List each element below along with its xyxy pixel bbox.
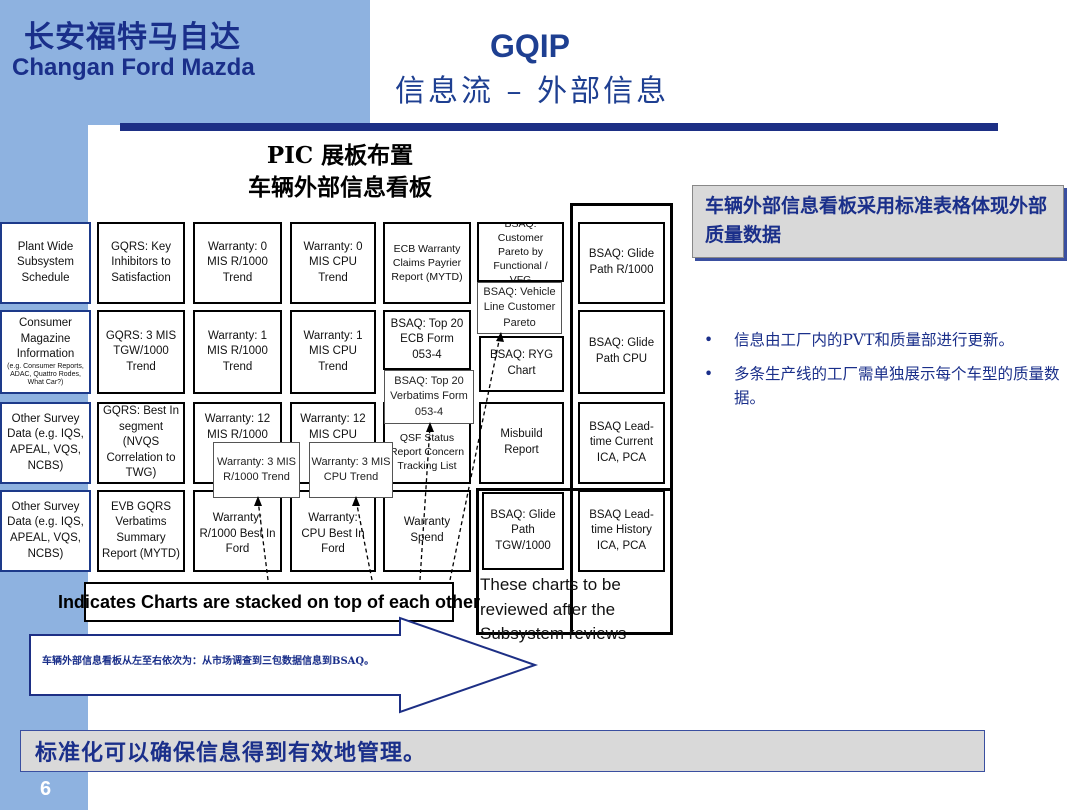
brand-name-chinese: 长安福特马自达 xyxy=(24,20,241,55)
bullet-text: 多条生产线的工厂需单独展示每个车型的质量数据。 xyxy=(734,365,1060,408)
board-cell: GQRS: 3 MIS TGW/1000 Trend xyxy=(97,310,185,394)
stacked-chart-overlay: BSAQ: Top 20 Verbatims Form 053-4 xyxy=(384,370,474,424)
slide-title: GQIP xyxy=(490,28,571,64)
board-cell: BSAQ: Glide Path TGW/1000 xyxy=(482,492,564,570)
board-cell: Warranty: 1 MIS CPU Trend xyxy=(290,310,376,394)
bullet-text: 信息由工厂内的PVT和质量部进行更新。 xyxy=(734,331,1014,349)
board-cell: EVB GQRS Verbatims Summary Report (MYTD) xyxy=(97,490,185,572)
board-cell: BSAQ: Glide Path CPU xyxy=(578,310,665,394)
board-cell: Other Survey Data (e.g. IQS, APEAL, VQS,… xyxy=(0,490,91,572)
board-cell: BSAQ Lead-time Current ICA, PCA xyxy=(578,402,665,484)
review-group-frame xyxy=(476,488,673,635)
board-cell: Other Survey Data (e.g. IQS, APEAL, VQS,… xyxy=(0,402,91,484)
slide-subtitle: 信息流 – 外部信息 xyxy=(395,74,670,109)
conclusion-bar: 标准化可以确保信息得到有效地管理。 xyxy=(20,730,985,772)
board-cell: BSAQ: Glide Path R/1000 xyxy=(578,222,665,304)
cell-main-text: Consumer Magazine Information xyxy=(16,317,75,361)
board-cell: GQRS: Key Inhibitors to Satisfaction xyxy=(97,222,185,304)
board-cell: BSAQ: Top 20 ECB Form 053-4 xyxy=(383,310,471,370)
board-cell: Warranty: 0 MIS CPU Trend xyxy=(290,222,376,304)
board-cell: BSAQ: Customer Pareto by Functional / VF… xyxy=(477,222,564,282)
stacked-chart-overlay: Warranty: 3 MIS CPU Trend xyxy=(309,442,393,498)
board-title-line2: 车辆外部信息看板 xyxy=(248,174,432,201)
board-title-line1: PIC 展板布置 xyxy=(266,142,414,169)
flow-arrow-text: 车辆外部信息看板从左至右依次为：从市场调查到三包数据信息到BSAQ。 xyxy=(42,656,375,667)
brand-header-block: 长安福特马自达 Changan Ford Mazda xyxy=(0,0,370,125)
board-cell: Misbuild Report xyxy=(479,402,564,484)
bullet-item: •信息由工厂内的PVT和质量部进行更新。 xyxy=(704,331,1014,349)
brand-name-english: Changan Ford Mazda xyxy=(12,54,255,81)
cell-note-text: (e.g. Consumer Reports, ADAC, Quattro Ro… xyxy=(7,362,84,387)
board-cell: ECB Warranty Claims Payrier Report (MYTD… xyxy=(383,222,471,304)
board-cell: Consumer Magazine Information (e.g. Cons… xyxy=(0,310,91,394)
board-cell: Warranty: 0 MIS R/1000 Trend xyxy=(193,222,282,304)
board-cell: BSAQ: RYG Chart xyxy=(479,336,564,392)
page-number: 6 xyxy=(40,778,52,800)
review-note: These charts to be reviewed after the Su… xyxy=(480,575,627,644)
stacked-charts-note: Indicates Charts are stacked on top of e… xyxy=(58,582,480,622)
board-cell: GQRS: Best In segment (NVQS Correlation … xyxy=(97,402,185,484)
board-cell: Plant Wide Subsystem Schedule xyxy=(0,222,91,304)
stacked-indicator-arrows xyxy=(254,332,504,581)
stacked-chart-overlay: BSAQ: Vehicle Line Customer Pareto xyxy=(477,282,562,334)
callout-box: 车辆外部信息看板采用标准表格体现外部质量数据 xyxy=(692,185,1064,258)
board-cell: Warranty: 1 MIS R/1000 Trend xyxy=(193,310,282,394)
stacked-chart-overlay: Warranty: 3 MIS R/1000 Trend xyxy=(213,442,300,498)
board-cell: BSAQ Lead-time History ICA, PCA xyxy=(578,490,665,572)
title-divider xyxy=(120,123,998,131)
board-cell: Warranty Spend xyxy=(383,490,471,572)
bullet-item: •多条生产线的工厂需单独展示每个车型的质量数据。 xyxy=(704,365,1060,408)
flow-arrow-shape xyxy=(29,616,539,714)
bullet-list: •信息由工厂内的PVT和质量部进行更新。 •多条生产线的工厂需单独展示每个车型的… xyxy=(700,328,1070,420)
